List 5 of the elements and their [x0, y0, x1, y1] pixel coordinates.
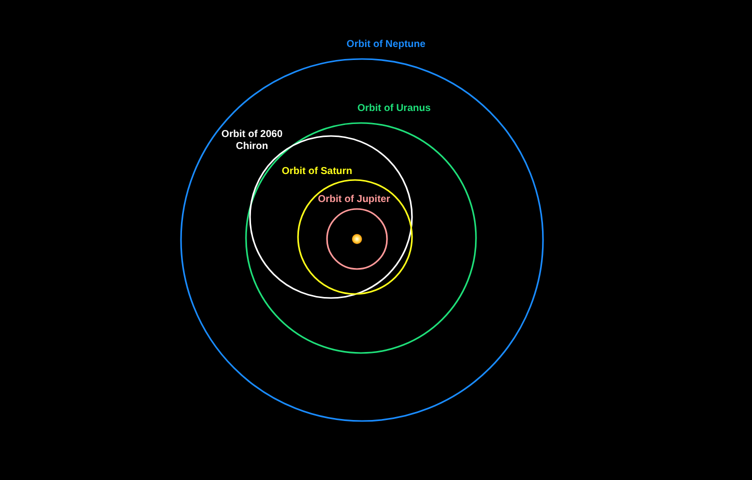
- orbit-label: Orbit of Uranus: [356, 103, 432, 115]
- orbit-label: Orbit of Jupiter: [316, 194, 392, 206]
- orbit-label: Orbit of Neptune: [346, 39, 426, 51]
- orbit-label: Orbit of Saturn: [280, 166, 354, 178]
- orbit-label: Orbit of 2060 Chiron: [220, 129, 284, 153]
